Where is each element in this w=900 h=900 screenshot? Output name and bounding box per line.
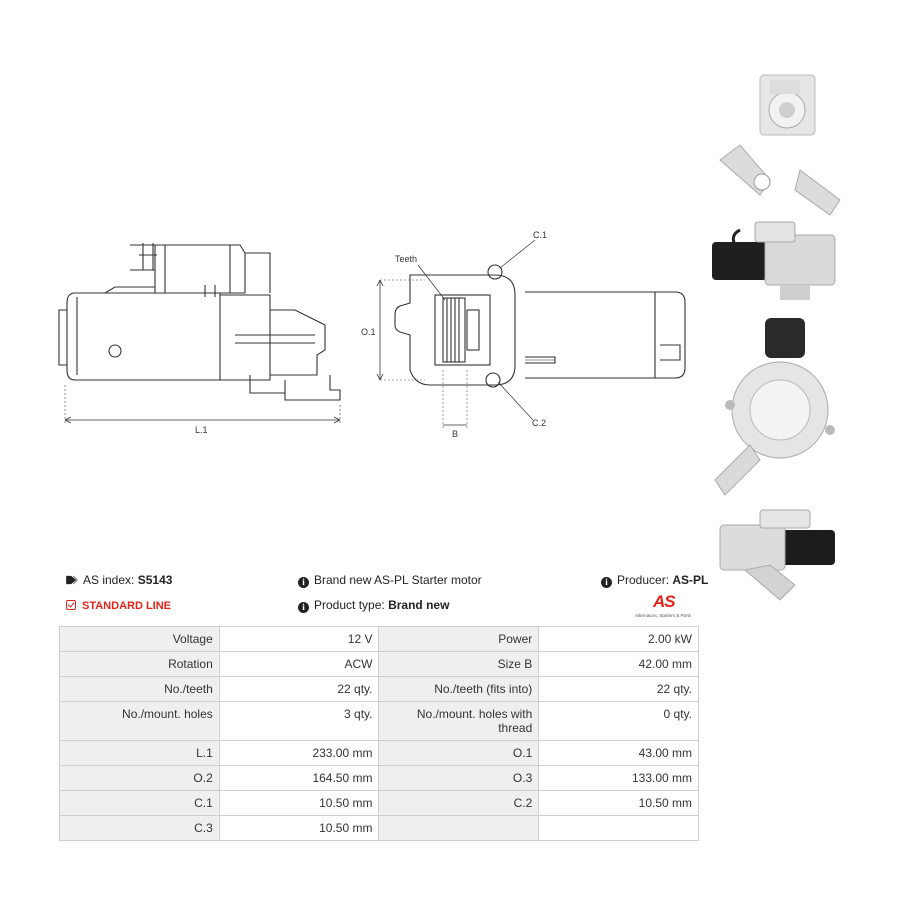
- producer: i Producer: AS-PL: [601, 573, 708, 588]
- product-type-label: Product type:: [314, 598, 385, 612]
- spec-value: 22 qty.: [538, 676, 699, 702]
- product-photos: [712, 74, 841, 601]
- front-view-drawing: O.1 Teeth C.1 C.2 B: [361, 230, 686, 439]
- producer-value: AS-PL: [672, 573, 709, 587]
- info-icon: i: [601, 577, 612, 588]
- table-row: O.2 164.50 mm O.3 133.00 mm: [59, 765, 699, 791]
- spec-value: 10.50 mm: [218, 790, 380, 816]
- spec-label: C.3: [59, 815, 220, 841]
- spec-value: 43.00 mm: [538, 740, 699, 766]
- spec-label: No./mount. holes: [59, 701, 220, 741]
- spec-label: Rotation: [59, 651, 220, 677]
- info-icon: i: [298, 577, 309, 588]
- dim-label-l1: L.1: [195, 425, 208, 435]
- spec-label: O.3: [378, 765, 540, 791]
- logo-mark: AS: [653, 592, 676, 611]
- dim-label-teeth: Teeth: [395, 254, 417, 264]
- dim-label-o1: O.1: [361, 327, 376, 337]
- spec-value: 12 V: [218, 626, 380, 652]
- table-row: C.1 10.50 mm C.2 10.50 mm: [59, 790, 699, 816]
- spec-value: 233.00 mm: [218, 740, 380, 766]
- tag-icon: [66, 575, 78, 585]
- spec-value: 42.00 mm: [538, 651, 699, 677]
- dim-label-c1: C.1: [533, 230, 547, 240]
- product-type-value: Brand new: [388, 598, 450, 612]
- spec-label: Size B: [378, 651, 540, 677]
- spec-value: 0 qty.: [538, 701, 699, 741]
- product-photo-front: [719, 74, 841, 216]
- spec-label: O.1: [378, 740, 540, 766]
- table-row: Voltage 12 V Power 2.00 kW: [59, 626, 699, 652]
- spec-label: Voltage: [59, 626, 220, 652]
- table-row: No./mount. holes 3 qty. No./mount. holes…: [59, 701, 699, 741]
- checkbox-icon: [66, 600, 76, 610]
- table-row: Rotation ACW Size B 42.00 mm: [59, 651, 699, 677]
- spec-label: C.1: [59, 790, 220, 816]
- standard-line-label: STANDARD LINE: [82, 600, 172, 612]
- spec-label: No./teeth: [59, 676, 220, 702]
- as-index-value: S5143: [137, 573, 173, 587]
- logo-subtitle: Alternators, Starters & Parts: [635, 613, 692, 618]
- spec-value: 133.00 mm: [538, 765, 699, 791]
- spec-label: O.2: [59, 765, 220, 791]
- spec-table: Voltage 12 V Power 2.00 kW Rotation ACW …: [59, 626, 699, 841]
- spec-value: 2.00 kW: [538, 626, 699, 652]
- as-index: AS index: S5143: [66, 573, 172, 587]
- product-photo-rear: [714, 318, 835, 496]
- dim-label-b: B: [452, 429, 458, 439]
- as-pl-logo: AS Alternators, Starters & Parts: [635, 592, 700, 622]
- spec-value: 10.50 mm: [218, 815, 380, 841]
- info-icon: i: [298, 602, 309, 613]
- spec-label: C.2: [378, 790, 540, 816]
- table-row: C.3 10.50 mm: [59, 815, 699, 841]
- spec-value: 22 qty.: [218, 676, 380, 702]
- spec-label: L.1: [59, 740, 220, 766]
- table-row: L.1 233.00 mm O.1 43.00 mm: [59, 740, 699, 766]
- standard-line-badge: STANDARD LINE: [66, 598, 171, 612]
- table-row: No./teeth 22 qty. No./teeth (fits into) …: [59, 676, 699, 702]
- spec-value: 3 qty.: [218, 701, 380, 741]
- spec-label: No./mount. holes with thread: [378, 701, 540, 741]
- spec-label: No./teeth (fits into): [378, 676, 540, 702]
- spec-value: [538, 815, 699, 841]
- product-photo-side: [712, 221, 836, 300]
- spec-value: 10.50 mm: [538, 790, 699, 816]
- description-text: Brand new AS-PL Starter motor: [314, 573, 482, 587]
- product-description: i Brand new AS-PL Starter motor: [298, 573, 482, 588]
- spec-label: Power: [378, 626, 540, 652]
- spec-value: ACW: [218, 651, 380, 677]
- as-index-label: AS index:: [83, 573, 135, 587]
- spec-label: [378, 815, 540, 841]
- side-view-drawing: L.1: [58, 243, 341, 435]
- product-type: i Product type: Brand new: [298, 598, 449, 613]
- product-photo-top: [719, 509, 835, 601]
- dim-label-c2: C.2: [532, 418, 546, 428]
- spec-value: 164.50 mm: [218, 765, 380, 791]
- producer-label: Producer:: [617, 573, 670, 587]
